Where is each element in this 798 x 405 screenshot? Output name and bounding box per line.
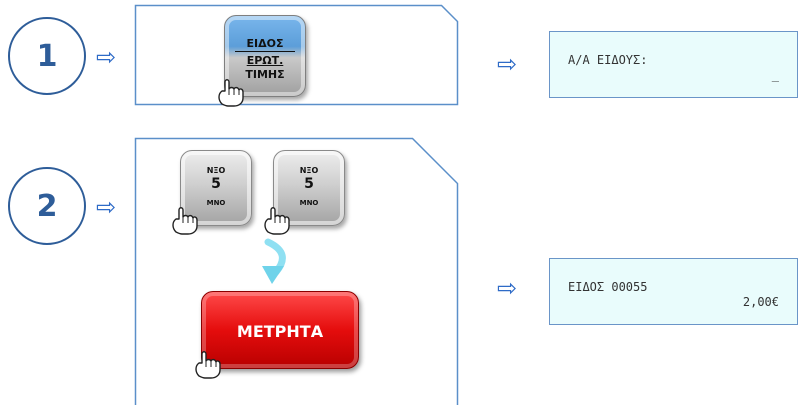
- item-price-query-key-line3: ΤΙΜΗΣ: [245, 68, 285, 81]
- item-price-query-key[interactable]: ΕΙΔΟΣ ΕΡΩΤ. ΤΙΜΗΣ: [224, 15, 306, 97]
- digit-key-letters-bottom: ΜΝΟ: [299, 199, 319, 207]
- digit-key-letters-top: ΝΞΟ: [299, 166, 319, 175]
- display-line-1: Α/Α ΕΙΔΟΥΣ:: [568, 53, 648, 67]
- hand-pointer-icon: [264, 207, 290, 235]
- digit-5-key-first[interactable]: ΝΞΟ 5 ΜΝΟ: [180, 150, 252, 226]
- digit-key-letters-top: ΝΞΟ: [206, 166, 226, 175]
- hand-pointer-icon: [195, 351, 221, 379]
- digit-5-key-second[interactable]: ΝΞΟ 5 ΜΝΟ: [273, 150, 345, 226]
- step-2-arrow-icon: ⇨: [96, 193, 117, 221]
- step-1-arrow-icon: ⇨: [96, 43, 117, 71]
- item-price-query-key-line2: ΕΡΩΤ.: [246, 54, 284, 67]
- cash-key-label: ΜΕΤΡΗΤΑ: [236, 322, 324, 341]
- display-line-1: ΕΙΔΟΣ 00055: [568, 280, 648, 294]
- step-2-result-arrow-icon: ⇨: [497, 274, 518, 302]
- hand-pointer-icon: [172, 207, 198, 235]
- hand-pointer-icon: [218, 79, 244, 107]
- step-2-panel: [134, 137, 459, 405]
- digit-key-number: 5: [304, 176, 314, 192]
- display-line-2: 2,00€: [742, 295, 779, 309]
- step-2-circle: 2: [8, 167, 86, 245]
- digit-key-number: 5: [211, 176, 221, 192]
- display-cursor: _: [771, 68, 779, 82]
- item-price-query-key-line1: ΕΙΔΟΣ: [246, 37, 284, 50]
- display-step-1: Α/Α ΕΙΔΟΥΣ: _: [549, 31, 798, 98]
- step-1-result-arrow-icon: ⇨: [497, 50, 518, 78]
- key-divider: [235, 51, 295, 52]
- step-1-circle: 1: [8, 17, 86, 95]
- display-step-2: ΕΙΔΟΣ 00055 2,00€: [549, 258, 798, 325]
- step-1-panel: [134, 4, 459, 106]
- digit-key-letters-bottom: ΜΝΟ: [206, 199, 226, 207]
- curved-down-arrow-icon: [262, 238, 286, 284]
- cash-key[interactable]: ΜΕΤΡΗΤΑ: [201, 291, 359, 369]
